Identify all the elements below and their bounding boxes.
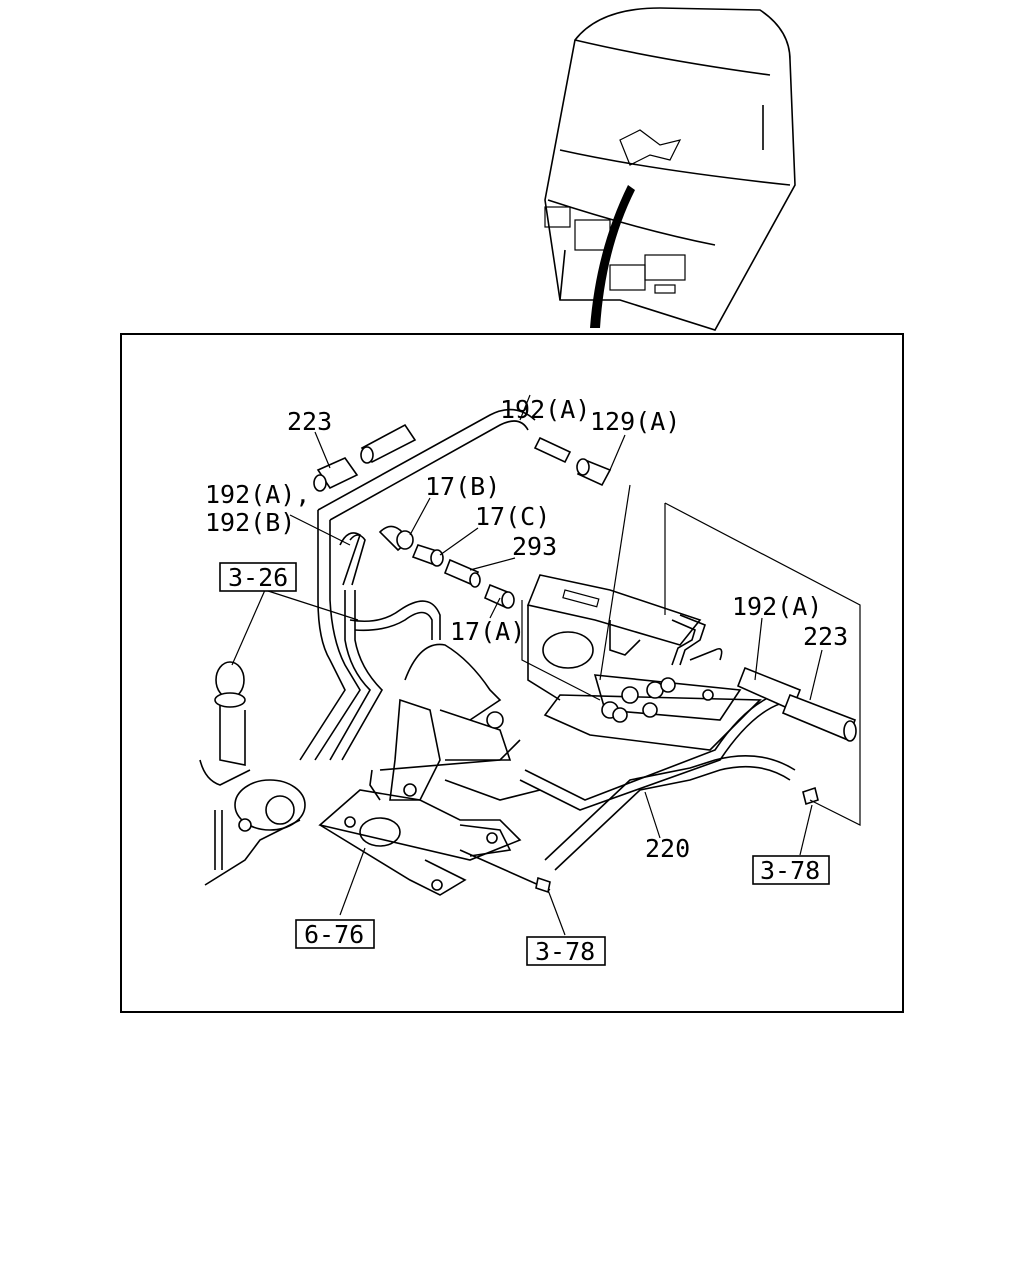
valve-bracket-plate bbox=[526, 574, 762, 751]
label-192a-right: 192(A) bbox=[732, 592, 822, 621]
label-220: 220 bbox=[645, 834, 690, 863]
label-223-right: 223 bbox=[803, 622, 848, 651]
ref-3-78-right-text: 3-78 bbox=[760, 856, 820, 885]
label-192a-192b-line2: 192(B) bbox=[205, 508, 295, 537]
ref-box-3-78-bottom: 3-78 bbox=[526, 936, 606, 966]
part-223-left bbox=[313, 423, 417, 492]
clip-3-78-bottom bbox=[535, 876, 551, 894]
ref-6-76-text: 6-76 bbox=[304, 920, 364, 949]
part-129a bbox=[533, 436, 612, 487]
label-17a: 17(A) bbox=[450, 617, 525, 646]
label-129a: 129(A) bbox=[590, 407, 680, 436]
label-293: 293 bbox=[512, 532, 557, 561]
label-192a-top: 192(A) bbox=[500, 395, 590, 424]
label-17c: 17(C) bbox=[475, 502, 550, 531]
label-223-left: 223 bbox=[287, 407, 332, 436]
ref-3-78-bottom-text: 3-78 bbox=[535, 937, 595, 966]
callouts: 192(A) 223 129(A) 192(A), 192(B) 17(B) 1… bbox=[205, 395, 848, 863]
part-17a bbox=[483, 583, 515, 609]
solenoid-valve-block bbox=[601, 677, 714, 723]
detail-frame bbox=[120, 333, 904, 1013]
gear-shift-assembly bbox=[199, 661, 306, 886]
part-17c bbox=[411, 544, 444, 567]
hoses bbox=[299, 408, 801, 871]
part-17b bbox=[378, 525, 414, 552]
clip-3-78-right bbox=[802, 786, 819, 806]
cylinder-mount bbox=[369, 643, 541, 801]
label-17b: 17(B) bbox=[425, 472, 500, 501]
label-192a-192b-line1: 192(A), bbox=[205, 480, 310, 509]
ref-box-3-26: 3-26 bbox=[219, 562, 297, 592]
ref-3-26-text: 3-26 bbox=[228, 563, 288, 592]
leader-lines bbox=[231, 394, 861, 936]
truck-cab-illustration bbox=[544, 7, 796, 331]
part-223-right bbox=[736, 666, 857, 742]
ref-box-6-76: 6-76 bbox=[295, 919, 375, 949]
base-plate-6-76 bbox=[318, 789, 551, 896]
part-293 bbox=[443, 558, 481, 588]
ref-box-3-78-right: 3-78 bbox=[752, 855, 830, 885]
